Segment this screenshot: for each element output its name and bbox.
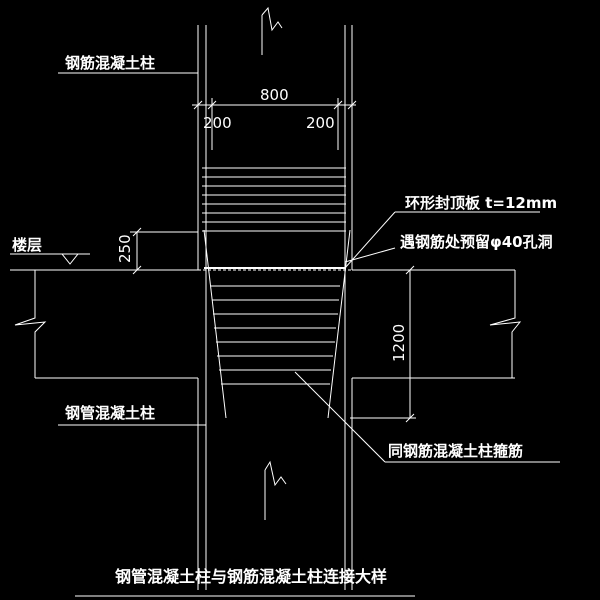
dim-total-width: 800 <box>260 86 289 104</box>
dim-embed-depth: 1200 <box>390 324 408 362</box>
slab-break-left <box>14 270 47 378</box>
leader-stirrup <box>294 371 386 463</box>
drawing-title: 钢管混凝土柱与钢筋混凝土柱连接大样 <box>115 567 387 586</box>
break-symbol-top <box>261 6 283 32</box>
label-rc-column: 钢筋混凝土柱 <box>65 54 155 72</box>
label-floor: 楼层 <box>12 236 42 254</box>
dim-plate-height: 250 <box>116 234 134 263</box>
label-ring-plate: 环形封顶板 t=12mm <box>405 194 557 212</box>
leader-hole <box>344 247 396 263</box>
label-stirrup-note: 同钢筋混凝土柱箍筋 <box>388 442 523 460</box>
dim-right-offset: 200 <box>306 114 335 132</box>
floor-level-marker <box>60 253 80 265</box>
label-steel-tube-column: 钢管混凝土柱 <box>65 404 155 422</box>
steel-tube-left <box>203 229 227 419</box>
break-symbol-bottom <box>264 460 287 487</box>
label-hole-note: 遇钢筋处预留φ40孔洞 <box>400 233 553 251</box>
leader-ring-plate <box>344 211 396 269</box>
steel-tube-right <box>327 229 351 419</box>
stirrups-upper <box>202 167 346 232</box>
slab-break-right <box>489 270 522 378</box>
dim-left-offset: 200 <box>203 114 232 132</box>
stirrups-lower <box>211 285 340 385</box>
